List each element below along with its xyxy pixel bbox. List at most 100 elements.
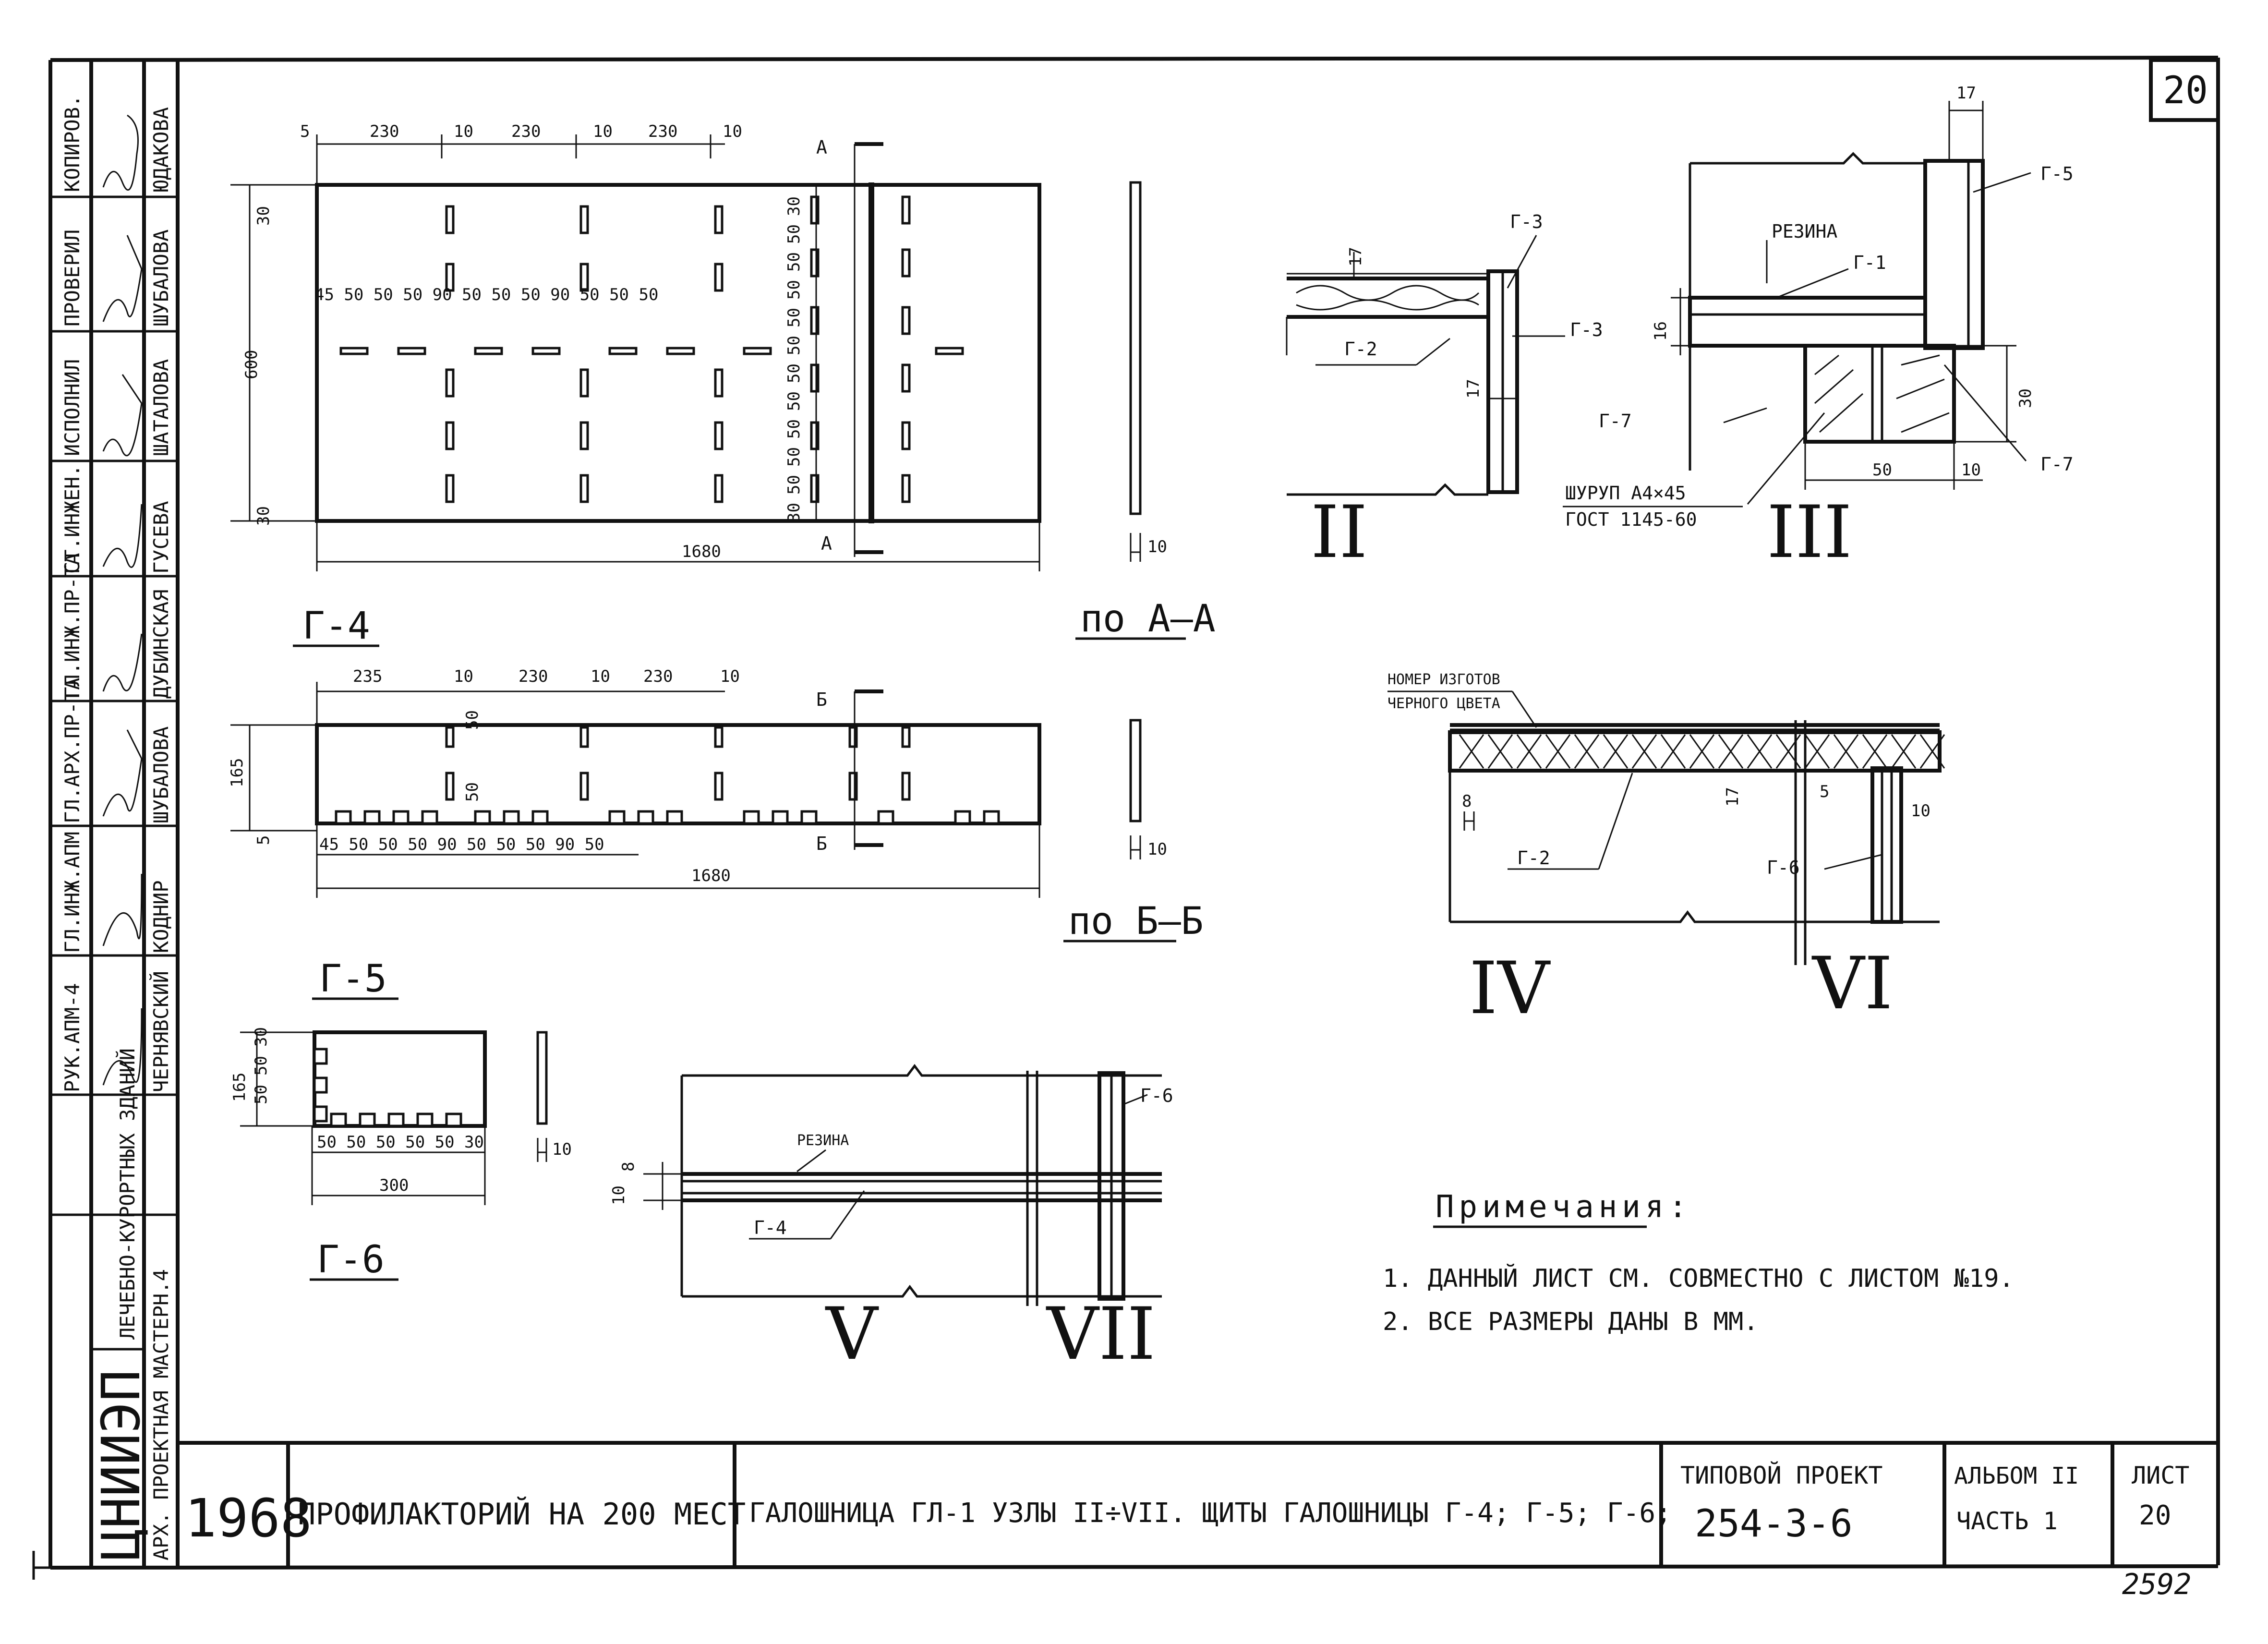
slot	[901, 363, 911, 393]
dim: 50	[784, 252, 804, 272]
notch	[392, 810, 410, 825]
notch	[531, 810, 549, 825]
node-III-label: Г-7	[1599, 411, 1632, 432]
sheet-number: 20	[2163, 69, 2208, 112]
slot	[714, 421, 724, 450]
slot	[397, 347, 426, 355]
hatch	[1862, 734, 1888, 769]
g6-label: Г-6	[317, 1238, 385, 1281]
project-number: 254-3-6	[1695, 1502, 1853, 1546]
board-bottom-dims: 45 50 50 50 90 50 50 50 90 50	[319, 835, 604, 854]
g4-label: Г-4	[302, 604, 370, 648]
slot	[579, 772, 589, 801]
stamp-role: КОПИРОВ.	[60, 95, 84, 192]
node-III	[1671, 101, 2031, 505]
g4-width: 1680	[682, 542, 721, 561]
section-b-b-label: по Б–Б	[1068, 900, 1204, 943]
board-slot-dim: 50	[463, 710, 482, 730]
node-II-label: Г-3	[1510, 211, 1543, 232]
notch	[363, 810, 381, 825]
dim: 230	[370, 122, 399, 141]
g4-section-mark-top: А	[816, 137, 827, 158]
stamp-role: РУК.АПМ-4	[60, 983, 84, 1092]
notes-heading: Примечания:	[1436, 1189, 1692, 1225]
g5-side-dim: 50	[252, 1056, 271, 1076]
dim: 10	[591, 667, 610, 686]
node-II-roman: II	[1311, 491, 1368, 574]
stamp-name: ЧЕРНЯВСКИЙ	[149, 971, 173, 1092]
node-V-dim: 8	[619, 1162, 638, 1172]
dim: 50	[784, 280, 804, 300]
sheet-frame	[32, 56, 2220, 1580]
node-IV-dim: 17	[1723, 787, 1742, 807]
slot	[848, 726, 858, 748]
year: 1968	[185, 1487, 312, 1549]
slot	[579, 368, 589, 398]
notch	[421, 810, 438, 825]
hatch	[1631, 734, 1657, 769]
notch	[335, 810, 352, 825]
node-V-dim: 10	[609, 1185, 628, 1205]
node-II-dim: 17	[1464, 379, 1483, 399]
stamp-role: СТ.ИНЖЕН.	[60, 464, 84, 574]
institute-logo: ЦНИИЭП	[90, 1370, 152, 1560]
hatch	[1487, 734, 1513, 769]
hatch	[1689, 734, 1715, 769]
slot	[445, 205, 455, 234]
g4-edge-top: 30	[254, 206, 273, 226]
slot	[579, 474, 589, 503]
node-IV-VI	[1387, 690, 1945, 965]
note-item: 2. ВСЕ РАЗМЕРЫ ДАНЫ В ММ.	[1383, 1307, 1759, 1336]
node-IV-label: Г-2	[1517, 847, 1550, 869]
node-III-label: Г-1	[1853, 252, 1886, 273]
hatch	[1891, 734, 1917, 769]
g5-label: Г-5	[319, 957, 387, 1001]
notch	[313, 1076, 328, 1094]
dim: 30	[784, 196, 804, 216]
stamp-name: ДУБИНСКАЯ	[149, 589, 173, 699]
title-block	[178, 1441, 2218, 1568]
board-section-mark-bottom: Б	[816, 833, 827, 854]
node-III-label: Г-7	[2040, 454, 2074, 475]
notch	[954, 810, 971, 825]
node-VI-dim: 10	[1911, 801, 1930, 821]
slot	[714, 368, 724, 398]
slot	[743, 347, 772, 355]
section-a-a-label: по А–А	[1080, 597, 1216, 641]
slot	[445, 263, 455, 292]
slot	[445, 772, 455, 801]
dim: 230	[511, 122, 541, 141]
board-slots	[335, 726, 1000, 825]
stamp-name: ШАТАЛОВА	[149, 359, 173, 456]
notch	[743, 810, 760, 825]
node-III-label: Г-5	[2040, 163, 2074, 184]
board-slot-dim: 50	[463, 782, 482, 802]
slot	[714, 205, 724, 234]
slot	[445, 474, 455, 503]
slot	[901, 474, 911, 503]
board-height: 165	[228, 758, 247, 787]
object-name: ПРОФИЛАКТОРИЙ НА 200 МЕСТ	[298, 1497, 746, 1532]
slot	[935, 347, 964, 355]
notch	[877, 810, 894, 825]
g4-edge-bottom: 30	[254, 506, 273, 526]
node-III-screw: ШУРУП А4×45	[1565, 483, 1686, 504]
dim: 10	[454, 667, 473, 686]
stamp-role: ИСПОЛНИЛ	[60, 359, 84, 456]
hatch	[1459, 734, 1484, 769]
g4-section-mark-bottom: А	[821, 533, 832, 554]
slot	[445, 421, 455, 450]
node-V-label: РЕЗИНА	[797, 1132, 849, 1149]
g5-side-dim: 30	[252, 1027, 271, 1047]
stamp-roles: КОПИРОВ. ПРОВЕРИЛ ИСПОЛНИЛ СТ.ИНЖЕН. ГЛ.…	[60, 95, 84, 1092]
notch	[637, 810, 654, 825]
stamp-names: ЮДАКОВА ШУБАЛОВА ШАТАЛОВА ГУСЕВА ДУБИНСК…	[149, 107, 173, 1092]
notch	[983, 810, 1000, 825]
hatch	[1804, 734, 1830, 769]
slot	[848, 772, 858, 801]
slot	[579, 726, 589, 748]
slot	[901, 726, 911, 748]
slot	[445, 726, 455, 748]
dim: 230	[648, 122, 677, 141]
workshop: АРХ. ПРОЕКТНАЯ МАСТЕРН.4	[149, 1269, 173, 1560]
